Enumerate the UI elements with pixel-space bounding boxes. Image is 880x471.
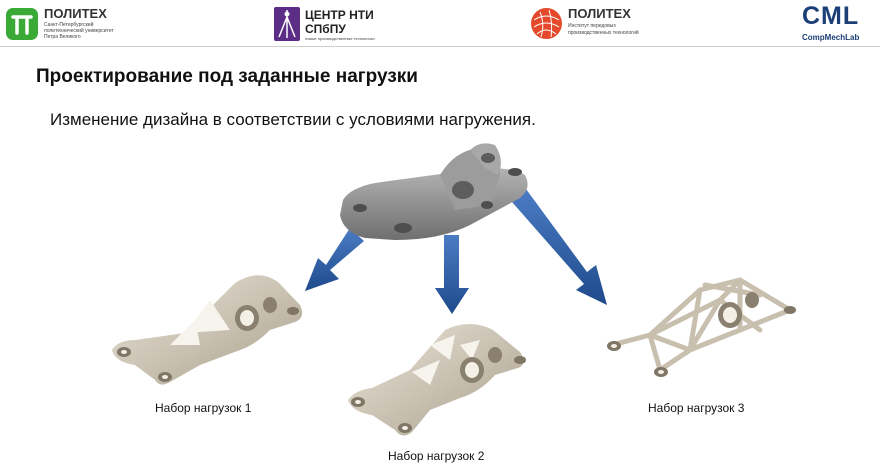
nti-name-line-1: ЦЕНТР НТИ <box>305 8 374 22</box>
slide-subtitle: Изменение дизайна в соответствии с услов… <box>50 110 536 129</box>
nti-center-logo[interactable]: ЦЕНТР НТИ СПбПУ новые производственные т… <box>274 4 414 44</box>
arrow-right <box>512 189 607 305</box>
iat-name: ПОЛИТЕХ <box>568 6 631 21</box>
polytech-line-3: Петра Великого <box>44 34 81 40</box>
iat-line-2: производственных технологий <box>568 30 639 36</box>
caption-load-set-3: Набор нагрузок 3 <box>648 401 745 415</box>
iat-line-1: Институт передовых <box>568 23 616 29</box>
optimized-bracket-3 <box>609 277 793 373</box>
polytech-iat-logo[interactable]: ПОЛИТЕХ Институт передовых производствен… <box>531 4 671 44</box>
nti-emblem-icon <box>274 7 300 41</box>
caption-load-set-1: Набор нагрузок 1 <box>155 401 252 415</box>
original-bracket <box>340 143 528 240</box>
polytech-emblem-icon <box>6 8 38 40</box>
polytech-logo[interactable]: ПОЛИТЕХ Санкт-Петербургский политехничес… <box>6 4 136 44</box>
header-divider <box>0 46 880 47</box>
nti-name-line-2: СПбПУ <box>305 22 346 36</box>
polytech-line-1: Санкт-Петербургский <box>44 22 94 28</box>
slide-title: Проектирование под заданные нагрузки <box>36 66 418 87</box>
cml-name: CML <box>802 2 860 30</box>
polytech-line-2: политехнический университет <box>44 28 114 34</box>
caption-load-set-2: Набор нагрузок 2 <box>388 449 485 463</box>
header-bar: ПОЛИТЕХ Санкт-Петербургский политехничес… <box>0 0 880 46</box>
optimized-bracket-3-joints <box>607 292 796 377</box>
arrow-middle <box>435 235 469 314</box>
polytech-name: ПОЛИТЕХ <box>44 6 107 21</box>
nti-tagline: новые производственные технологии <box>305 36 375 41</box>
arrow-left <box>305 228 364 291</box>
optimized-bracket-2 <box>348 324 526 436</box>
optimized-bracket-1 <box>112 275 303 385</box>
cml-logo[interactable]: CML CompMechLab <box>800 2 878 44</box>
cml-sub: CompMechLab <box>802 33 860 42</box>
iat-emblem-icon <box>531 8 562 39</box>
